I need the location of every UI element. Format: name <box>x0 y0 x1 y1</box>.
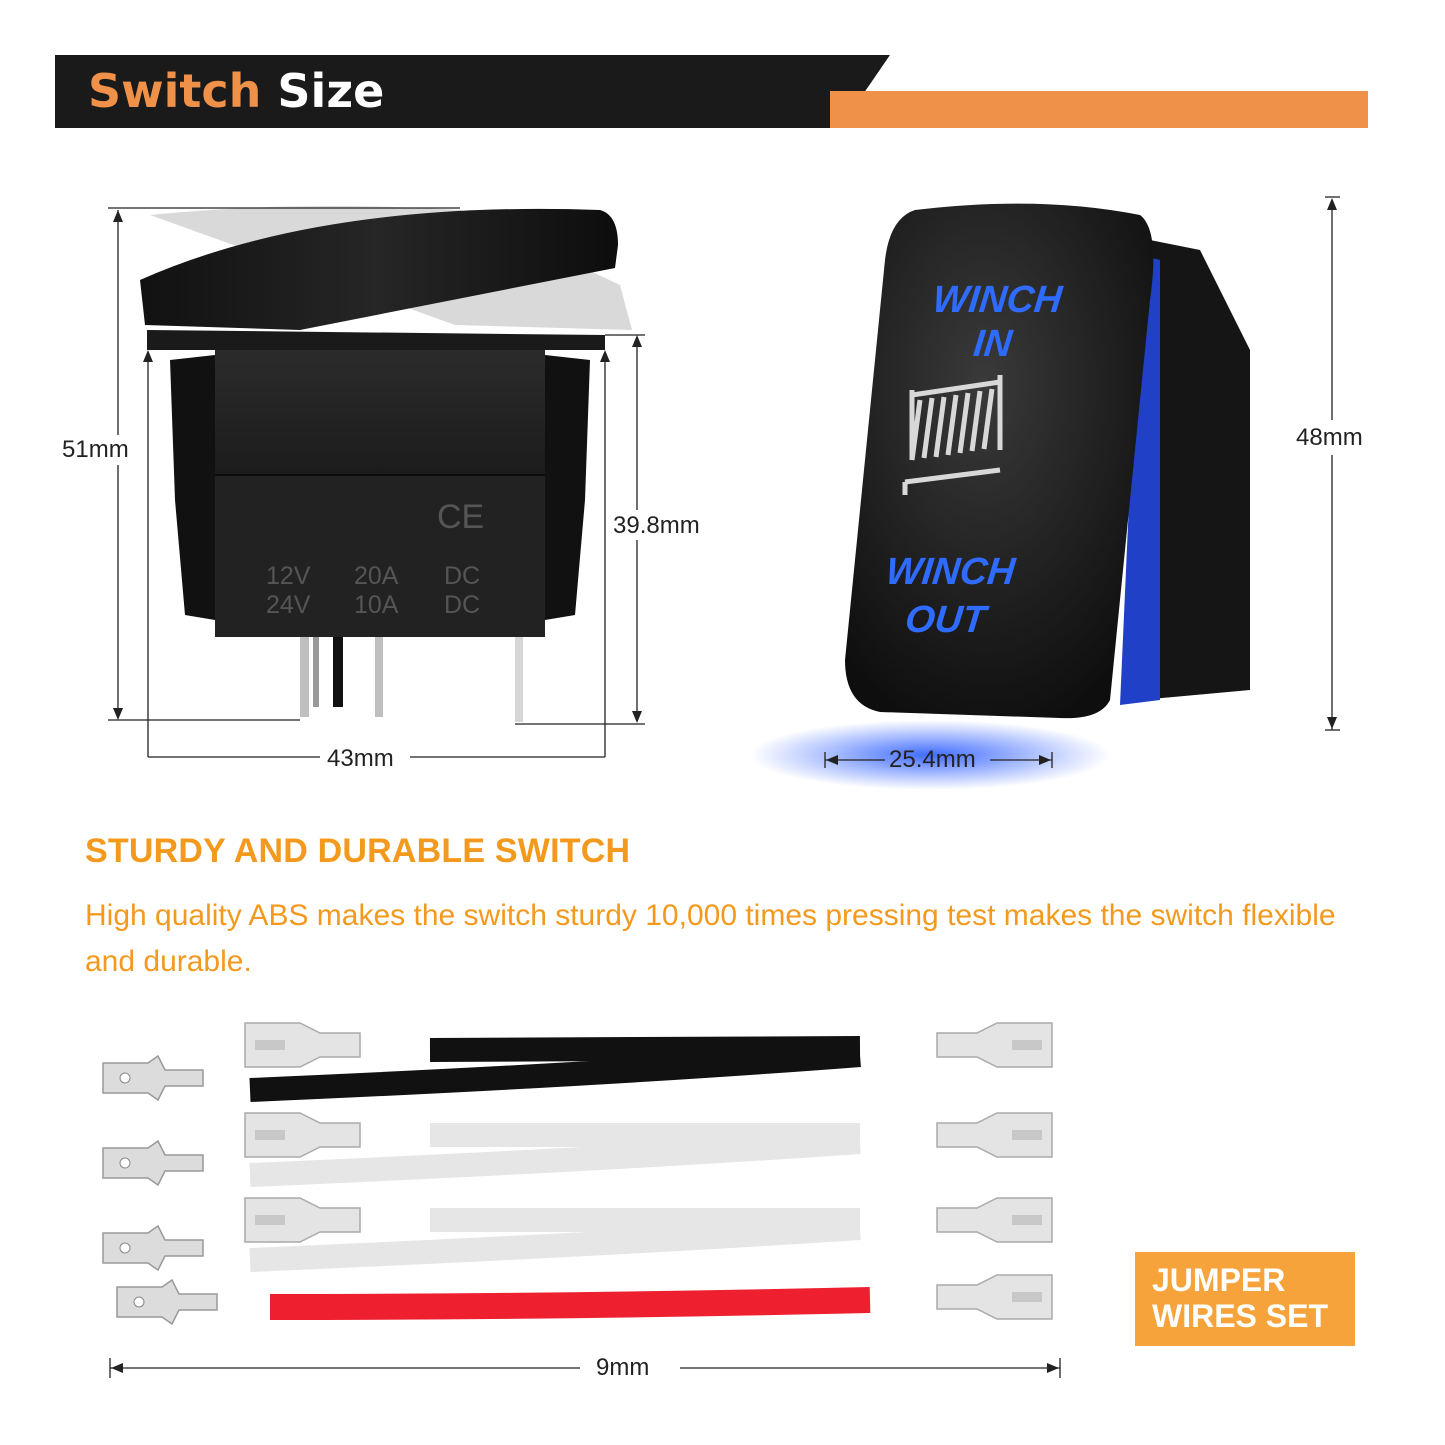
dim-angled-width: 25.4mm <box>889 746 976 773</box>
male-terminals-left <box>102 1055 218 1325</box>
female-terminals-left <box>244 1022 361 1243</box>
dim-width: 43mm <box>323 745 398 773</box>
winch-drum-icon <box>902 375 1003 495</box>
dim-total-height: 51mm <box>58 436 133 464</box>
jumper-wires-badge: JUMPER WIRES SET <box>1135 1252 1355 1346</box>
dim-angled-height: 48mm <box>1292 424 1367 452</box>
wire-length-label: 9mm <box>592 1354 654 1382</box>
title-banner-dark <box>55 55 890 128</box>
feature-description: High quality ABS makes the switch sturdy… <box>85 899 1336 978</box>
female-terminals-right <box>936 1022 1053 1320</box>
page-title: Switch Size <box>88 64 384 118</box>
dim-body-height: 39.8mm <box>609 512 704 540</box>
title-word-switch: Switch <box>88 64 262 118</box>
title-word-size: Size <box>277 64 385 118</box>
ce-mark: CE <box>437 498 485 536</box>
title-banner-accent <box>830 91 1368 128</box>
feature-heading: STURDY AND DURABLE SWITCH <box>85 832 631 870</box>
